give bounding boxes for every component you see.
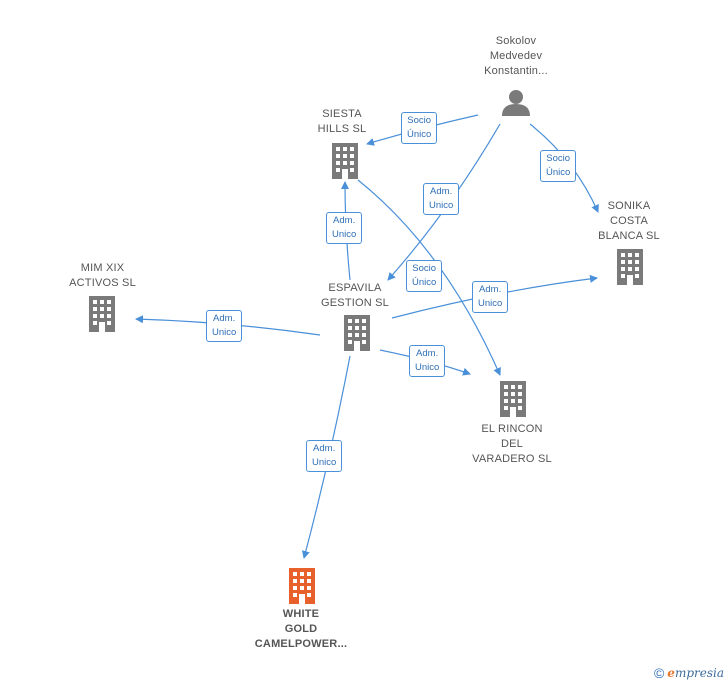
- node-label-espavila[interactable]: ESPAVILA GESTION SL: [320, 282, 390, 309]
- footer-brand: © empresia: [654, 665, 724, 681]
- building-icon[interactable]: [617, 249, 643, 285]
- copyright-icon: ©: [653, 665, 665, 681]
- brand-logo: empresia: [667, 666, 724, 680]
- node-label-sonika[interactable]: SONIKA COSTA BLANCA SL: [598, 200, 660, 242]
- node-label-siesta[interactable]: SIESTA HILLS SL: [317, 108, 367, 135]
- edge-label-sokolov-siesta: Socio Único: [401, 112, 438, 144]
- person-icon[interactable]: [502, 90, 530, 116]
- edge-label-sokolov-sonika: Socio Único: [540, 150, 577, 182]
- edge-label-sokolov-espavila: Adm. Unico: [423, 183, 460, 215]
- building-icon[interactable]: [500, 381, 526, 417]
- node-label-white[interactable]: WHITE GOLD CAMELPOWER...: [254, 608, 348, 650]
- building-icon[interactable]: [332, 143, 358, 179]
- node-label-rincon[interactable]: EL RINCON DEL VARADERO SL: [472, 423, 552, 465]
- edge-label-espavila-sonika: Adm. Unico: [472, 281, 509, 313]
- edge-label-siesta-rincon: Socio Único: [406, 260, 443, 292]
- edge-label-espavila-mim: Adm. Unico: [206, 310, 243, 342]
- node-label-mim[interactable]: MIM XIX ACTIVOS SL: [69, 262, 136, 289]
- edge-label-espavila-siesta: Adm. Unico: [326, 212, 363, 244]
- building-icon[interactable]: [289, 568, 315, 604]
- edge-label-espavila-white: Adm. Unico: [306, 440, 343, 472]
- edge-label-espavila-rincon: Adm. Unico: [409, 345, 446, 377]
- building-icon[interactable]: [89, 296, 115, 332]
- node-label-sokolov[interactable]: Sokolov Medvedev Konstantin...: [484, 35, 548, 77]
- building-icon[interactable]: [344, 315, 370, 351]
